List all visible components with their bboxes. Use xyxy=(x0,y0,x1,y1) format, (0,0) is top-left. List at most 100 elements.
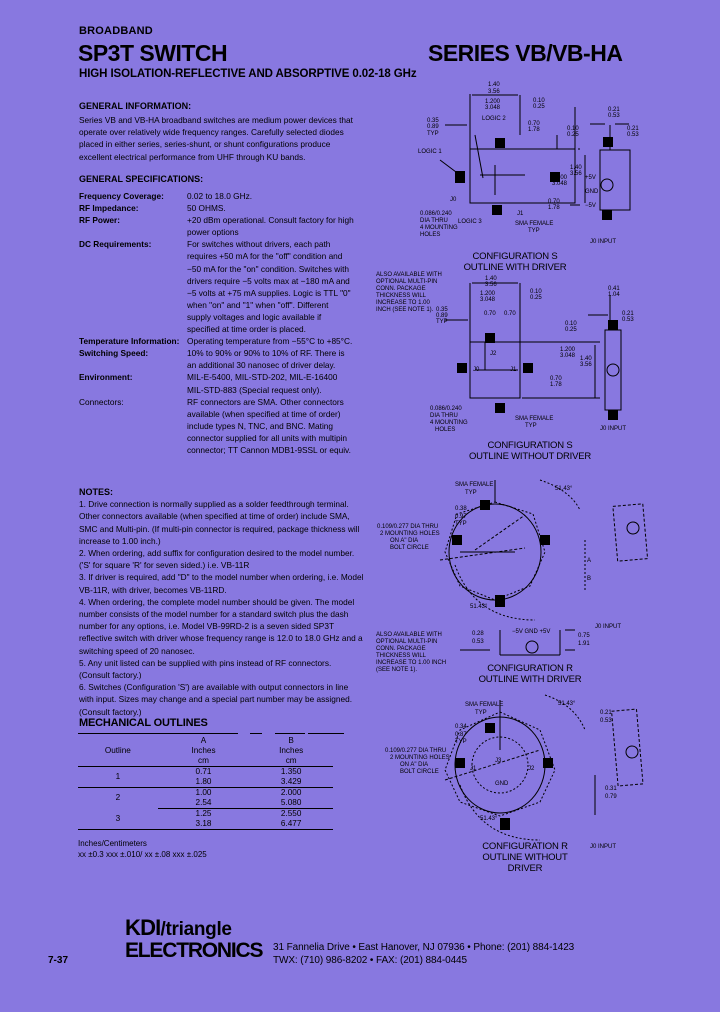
svg-text:0.53: 0.53 xyxy=(608,113,620,119)
general-specs-title: GENERAL SPECIFICATIONS: xyxy=(79,174,204,184)
svg-text:3.56: 3.56 xyxy=(570,171,582,177)
svg-text:J0: J0 xyxy=(473,367,480,373)
logo-kdi: KDI xyxy=(125,915,161,940)
svg-text:51.43°: 51.43° xyxy=(470,604,488,610)
svg-text:J0: J0 xyxy=(450,197,457,203)
svg-text:0.70: 0.70 xyxy=(548,199,560,205)
svg-text:51.43°: 51.43° xyxy=(558,701,576,707)
b-cm: 5.080 xyxy=(249,798,333,809)
svg-text:0.89: 0.89 xyxy=(436,313,448,319)
spec-value: RF connectors are SMA. Other connectors … xyxy=(187,396,351,455)
b-inches: 2.000 xyxy=(280,788,302,797)
b-cm: 3.429 xyxy=(249,777,333,788)
spec-row: Frequency Coverage: 0.02 to 18.0 GHz. xyxy=(79,190,354,202)
outline-num: 2 xyxy=(115,793,121,803)
svg-text:−5V GND +5V: −5V GND +5V xyxy=(512,629,550,635)
general-info-title: GENERAL INFORMATION: xyxy=(79,101,192,111)
svg-text:J0 INPUT: J0 INPUT xyxy=(590,844,616,850)
svg-text:SMA FEMALE: SMA FEMALE xyxy=(515,416,553,422)
spec-value: 0.02 to 18.0 GHz. xyxy=(187,191,253,201)
mechanical-outlines-table: A B Outline Inches Inches cm cm 1 0.71 1… xyxy=(78,736,333,830)
svg-text:3.048: 3.048 xyxy=(485,105,501,111)
svg-text:0.70: 0.70 xyxy=(550,376,562,382)
svg-text:BOLT CIRCLE: BOLT CIRCLE xyxy=(400,769,439,775)
svg-text:0.25: 0.25 xyxy=(567,132,579,138)
notes-title: NOTES: xyxy=(79,487,114,497)
svg-text:J2: J2 xyxy=(528,766,535,772)
svg-text:1.40: 1.40 xyxy=(485,276,497,282)
svg-text:4 MOUNTING: 4 MOUNTING xyxy=(420,225,458,231)
col-b: B xyxy=(288,736,294,745)
svg-text:+5V: +5V xyxy=(585,175,596,181)
svg-text:SMA FEMALE: SMA FEMALE xyxy=(515,221,553,227)
table-header-row: cm cm xyxy=(78,756,333,767)
svg-text:0.21: 0.21 xyxy=(627,126,639,132)
col-a-unit: Inches xyxy=(191,746,216,755)
svg-text:1.78: 1.78 xyxy=(528,127,540,133)
svg-text:LOGIC 1: LOGIC 1 xyxy=(418,149,442,155)
spec-row: Temperature Information:Operating temper… xyxy=(79,335,354,347)
svg-text:TYP: TYP xyxy=(465,490,477,496)
page-title: SP3T SWITCH xyxy=(78,40,228,66)
svg-text:J1: J1 xyxy=(510,367,517,373)
logo-triangle: /triangle xyxy=(160,919,233,940)
note-item: 6. Switches (Configuration 'S') are avai… xyxy=(79,682,353,717)
contact-line: TWX: (710) 986-8202 • FAX: (201) 884-044… xyxy=(273,955,467,966)
svg-text:TYP: TYP xyxy=(455,521,467,527)
svg-text:J0 INPUT: J0 INPUT xyxy=(590,239,616,245)
svg-text:0.21: 0.21 xyxy=(622,311,634,317)
table-row: 3 1.25 2.550 xyxy=(78,808,333,830)
units-note: Inches/Centimeters xyxy=(78,839,147,848)
svg-text:0.10: 0.10 xyxy=(567,126,579,132)
svg-text:1.04: 1.04 xyxy=(608,292,620,298)
spec-label: Connectors: xyxy=(79,396,124,407)
caption-config-s-without-driver: CONFIGURATION S OUTLINE WITHOUT DRIVER xyxy=(468,440,592,462)
svg-text:−5V: −5V xyxy=(585,203,596,209)
svg-text:0.35: 0.35 xyxy=(427,118,439,124)
svg-text:DIA THRU: DIA THRU xyxy=(420,218,448,224)
svg-text:3.56: 3.56 xyxy=(580,362,592,368)
svg-text:HOLES: HOLES xyxy=(420,232,440,238)
svg-text:1.200: 1.200 xyxy=(552,175,568,181)
general-info-text: Series VB and VB-HA broadband switches a… xyxy=(79,115,353,162)
a-cm: 2.54 xyxy=(157,798,250,809)
a-cm: 1.80 xyxy=(157,777,250,788)
a-inches: 0.71 xyxy=(195,767,212,776)
svg-text:SMA FEMALE: SMA FEMALE xyxy=(455,482,493,488)
svg-text:TYP: TYP xyxy=(436,319,448,325)
note-item: 3. If driver is required, add "D" to the… xyxy=(79,572,364,595)
svg-text:TYP: TYP xyxy=(528,228,540,234)
svg-text:0.10: 0.10 xyxy=(565,321,577,327)
svg-text:3.048: 3.048 xyxy=(552,181,568,187)
svg-text:TYP: TYP xyxy=(427,131,439,137)
svg-text:0.70: 0.70 xyxy=(484,311,496,317)
svg-text:4 MOUNTING: 4 MOUNTING xyxy=(430,420,468,426)
svg-text:1.78: 1.78 xyxy=(550,382,562,388)
svg-text:J2: J2 xyxy=(490,351,497,357)
svg-text:LOGIC 3: LOGIC 3 xyxy=(458,219,482,225)
svg-text:J1: J1 xyxy=(470,766,477,772)
table-header-row: Outline Inches Inches xyxy=(78,746,333,756)
b-inches: 1.350 xyxy=(280,767,302,776)
svg-text:SMA FEMALE: SMA FEMALE xyxy=(465,702,503,708)
svg-text:1.200: 1.200 xyxy=(560,347,576,353)
note-item: 4. When ordering, the complete model num… xyxy=(79,596,363,656)
svg-text:ON A" DIA: ON A" DIA xyxy=(390,538,418,544)
col-a-unit2: cm xyxy=(157,756,250,767)
series-title: SERIES VB/VB-HA xyxy=(428,40,623,66)
spec-value: Operating temperature from −55°C to +85°… xyxy=(187,336,353,347)
a-inches: 1.25 xyxy=(195,809,212,818)
svg-text:0.35: 0.35 xyxy=(436,307,448,313)
svg-text:TYP: TYP xyxy=(475,710,487,716)
outline-num: 1 xyxy=(78,766,158,788)
caption-config-r-with-driver: CONFIGURATION R OUTLINE WITH DRIVER xyxy=(478,663,582,685)
spec-value: For switches without drivers, each path … xyxy=(187,239,351,335)
svg-text:0.53: 0.53 xyxy=(472,639,484,645)
outline-num: 3 xyxy=(78,808,158,830)
logo-electronics: ELECTRONICS xyxy=(125,939,264,962)
col-outline: Outline xyxy=(104,746,131,755)
spec-label: Frequency Coverage: xyxy=(79,191,164,201)
svg-text:TYP: TYP xyxy=(455,739,467,745)
